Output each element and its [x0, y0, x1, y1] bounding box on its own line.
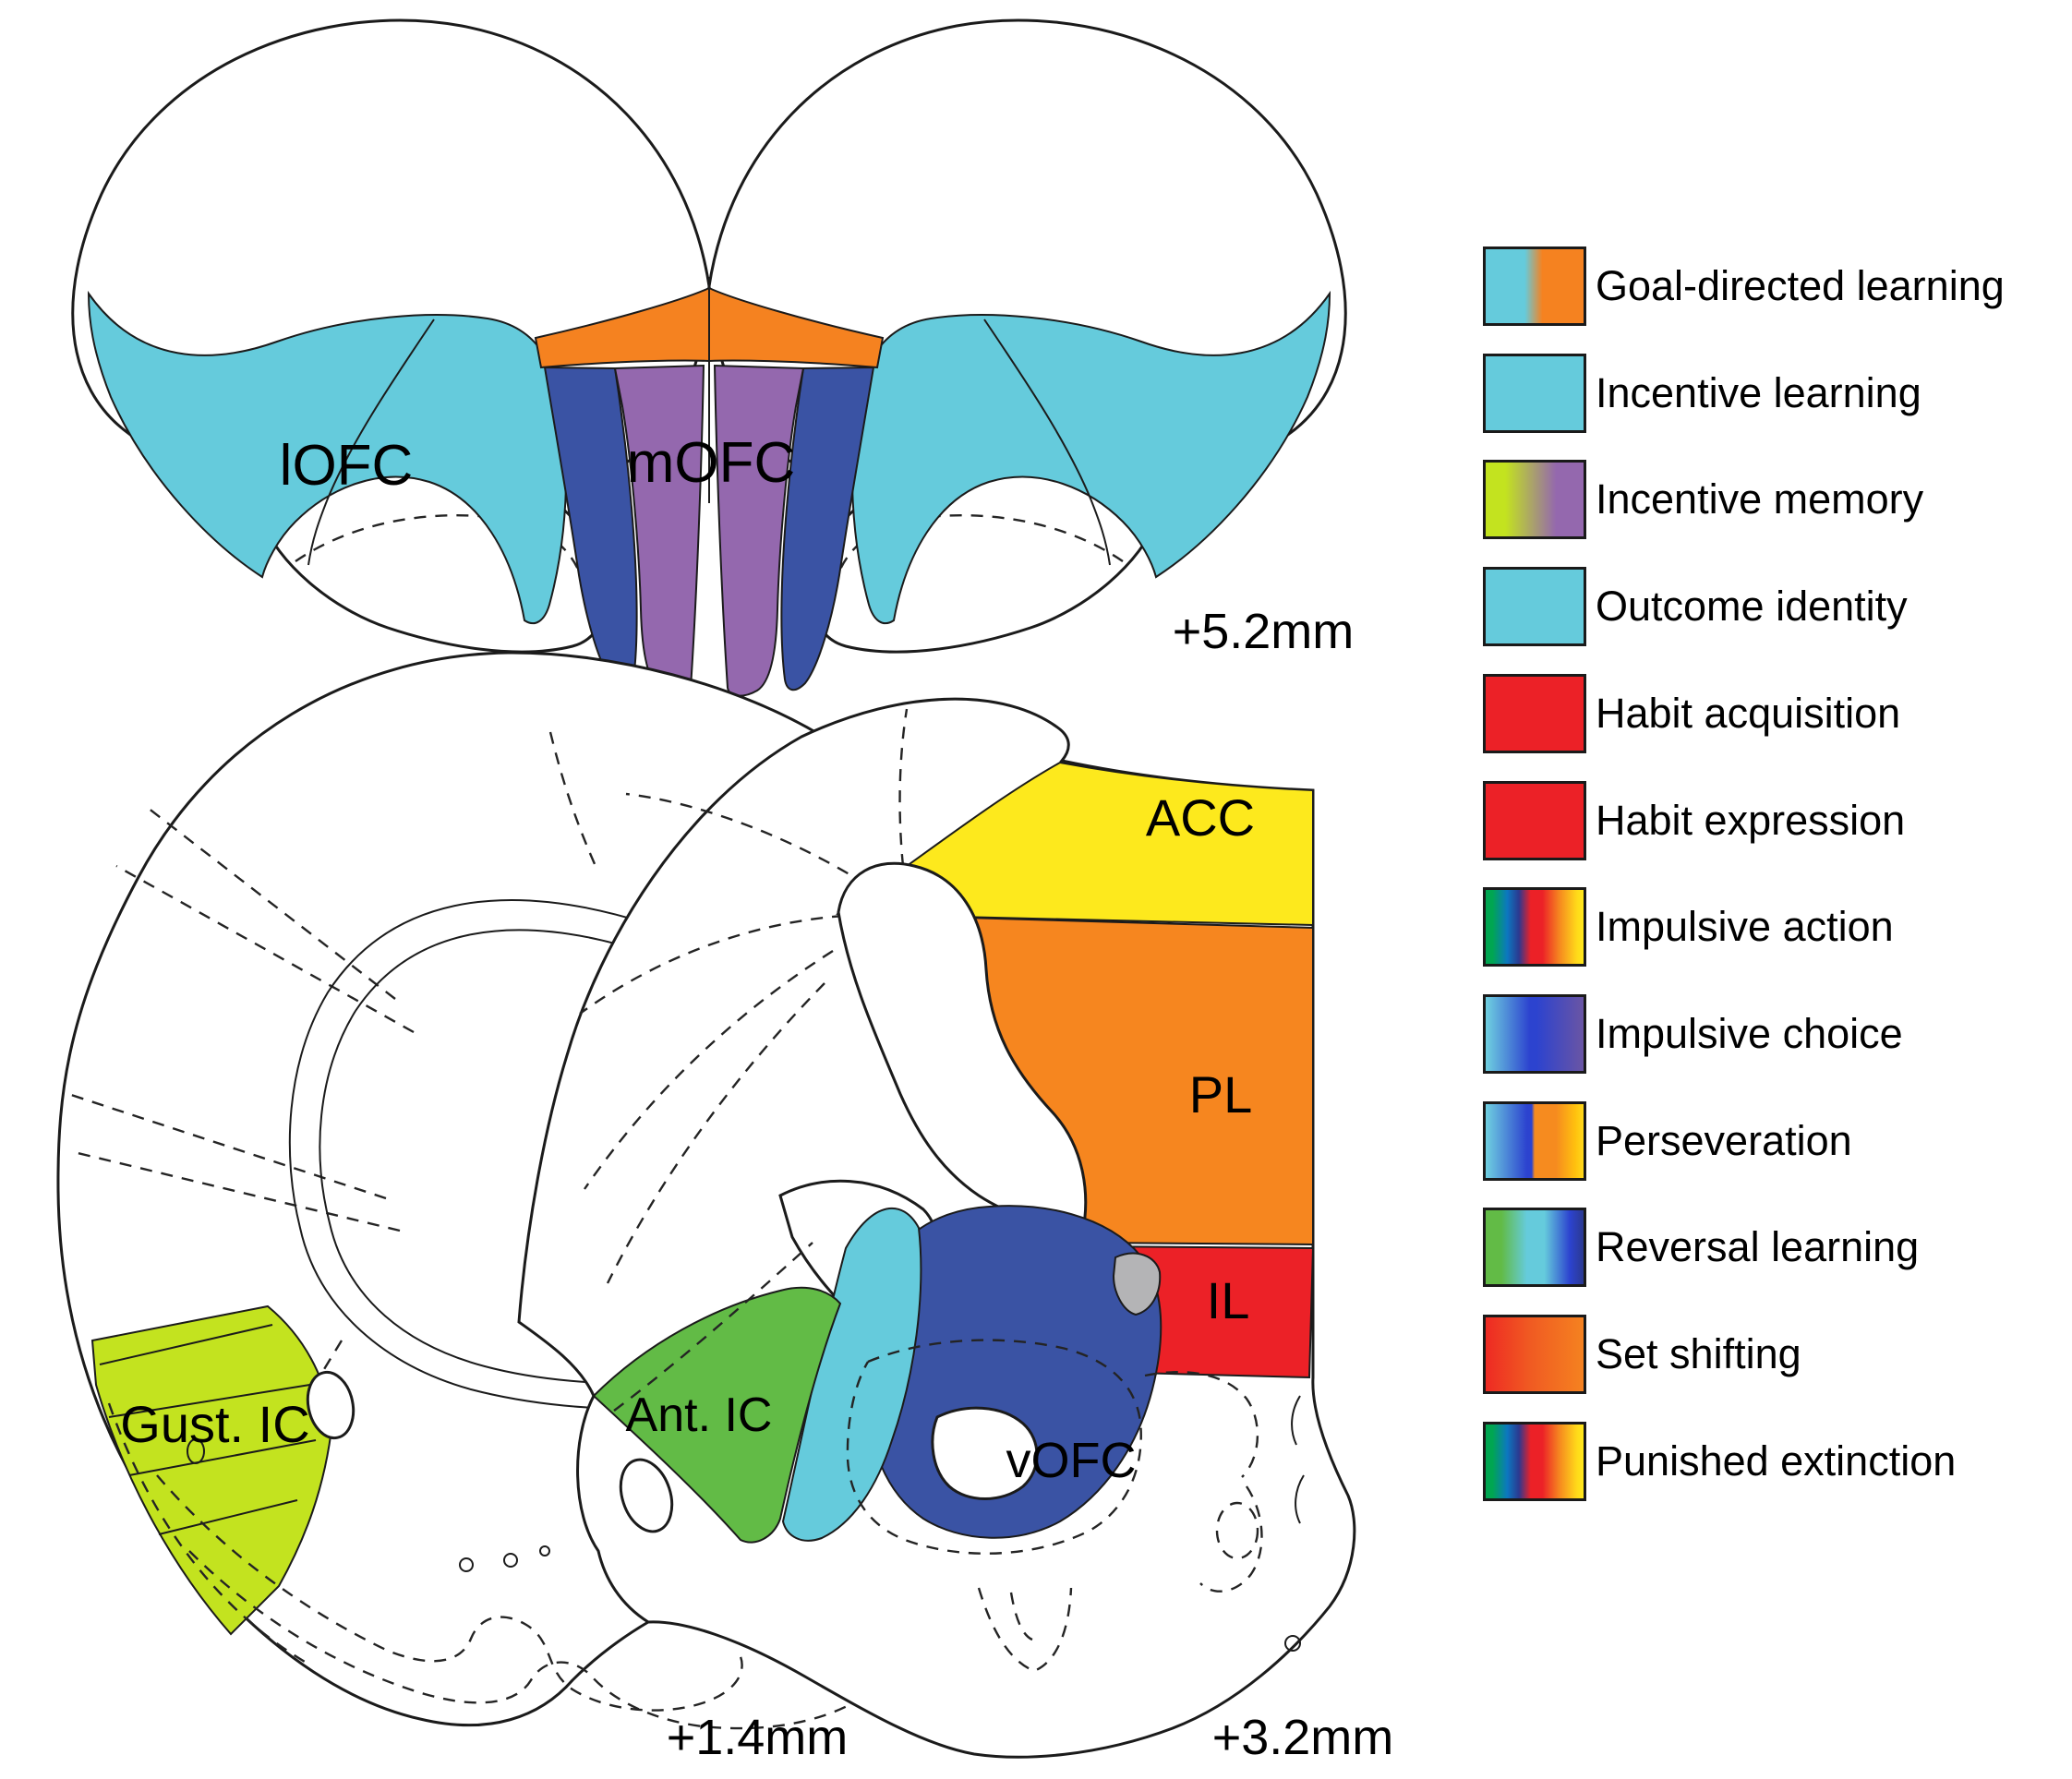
- gust-ic-layer-line: [108, 1382, 322, 1418]
- legend-label: Goal-directed learning: [1596, 262, 2005, 309]
- legend-swatch-incentive-memory: [1483, 460, 1586, 539]
- cyan-band-region: [781, 1207, 922, 1542]
- pl-label: PL: [1189, 1065, 1253, 1124]
- bregma-5-2-label: +5.2mm: [1173, 604, 1355, 659]
- acc-label: ACC: [1146, 788, 1255, 847]
- small-white-oval: [619, 1458, 674, 1533]
- section-plus-5-2: [71, 18, 1347, 697]
- mofc-right-region: [713, 364, 805, 697]
- legend-swatch-outcome-identity: [1483, 567, 1586, 646]
- small-circle: [503, 1553, 518, 1568]
- lofc-label: lOFC: [280, 434, 414, 498]
- legend-swatch-reversal-learning: [1483, 1208, 1586, 1287]
- small-circle: [1284, 1635, 1301, 1652]
- legend-item-punished-extinction: Punished extinction: [1483, 1422, 1956, 1501]
- ventral-dashed-outline: [188, 1550, 869, 1730]
- dashed-v-inner: [1009, 1592, 1033, 1641]
- legend-item-goal-directed-learning: Goal-directed learning: [1483, 246, 2005, 326]
- legend-swatch-set-shifting: [1483, 1315, 1586, 1394]
- claustrum-oval: [306, 1370, 355, 1440]
- bregma-3-2-label: +3.2mm: [1212, 1710, 1394, 1765]
- legend-item-outcome-identity: Outcome identity: [1483, 567, 1908, 646]
- ant-ic-dashed-line: [613, 1242, 813, 1412]
- legend-label: Habit expression: [1596, 797, 1906, 844]
- ventricle-white-shape: [837, 861, 1088, 1237]
- legend-label: Outcome identity: [1596, 583, 1908, 630]
- gust-ic-layer-line: [158, 1499, 298, 1535]
- top-darkblue-right: [780, 366, 875, 691]
- lofc-right-region: [850, 290, 1331, 625]
- legend-swatch-incentive-learning: [1483, 354, 1586, 433]
- ventral-dashed-outline: [107, 1402, 306, 1664]
- gust-ic-region: [90, 1304, 334, 1636]
- dashed-boundary: [115, 864, 415, 1034]
- dashed-boundary: [147, 807, 396, 1000]
- legend-item-set-shifting: Set shifting: [1483, 1315, 1801, 1394]
- gust-ic-layer-line: [99, 1324, 273, 1365]
- legend-label: Impulsive choice: [1596, 1010, 1903, 1057]
- legend-label: Incentive memory: [1596, 475, 1924, 523]
- small-oval: [187, 1438, 205, 1464]
- legend-item-impulsive-choice: Impulsive choice: [1483, 994, 1903, 1074]
- bregma-1-4-label: +1.4mm: [667, 1710, 849, 1765]
- legend-swatch-impulsive-choice: [1483, 994, 1586, 1074]
- legend-label: Punished extinction: [1596, 1437, 1957, 1485]
- lofc-left-region: [87, 290, 568, 625]
- small-circle: [459, 1557, 474, 1572]
- lofc-left-inner-line: [307, 319, 435, 566]
- paren-arc: [1295, 1474, 1305, 1524]
- legend-label: Set shifting: [1596, 1330, 1801, 1377]
- dashed-boundary: [584, 949, 834, 1190]
- ant-ic-label: Ant. IC: [626, 1388, 773, 1442]
- gray-region: [1112, 1252, 1162, 1316]
- legend-item-incentive-memory: Incentive memory: [1483, 460, 1923, 539]
- acc-region: [835, 761, 1314, 927]
- dashed-striatum: [846, 1339, 1142, 1555]
- legend-label: Impulsive action: [1596, 903, 1894, 950]
- legend-item-habit-expression: Habit expression: [1483, 781, 1905, 860]
- legend-item-impulsive-action: Impulsive action: [1483, 887, 1894, 967]
- dashed-boundary: [606, 982, 825, 1284]
- legend-item-habit-acquisition: Habit acquisition: [1483, 674, 1900, 753]
- dashed-oval: [1215, 1501, 1259, 1560]
- anterior-commissure: [931, 1406, 1039, 1500]
- corpus-callosum-outer: [288, 899, 647, 1410]
- dashed-extension: [1144, 1370, 1259, 1478]
- legend-swatch-habit-expression: [1483, 781, 1586, 860]
- dashed-boundary: [548, 731, 600, 873]
- legend-item-perseveration: Perseveration: [1483, 1101, 1852, 1181]
- ventral-dashed-outline: [156, 1474, 743, 1712]
- legend-swatch-impulsive-action: [1483, 887, 1586, 967]
- legend-item-incentive-learning: Incentive learning: [1483, 354, 1921, 433]
- lofc-right-inner-line: [983, 319, 1111, 566]
- dashed-boundary: [62, 1090, 387, 1200]
- vofc-label: vOFC: [1006, 1433, 1137, 1488]
- gust-ic-layer-line: [128, 1439, 317, 1476]
- legend-swatch-punished-extinction: [1483, 1422, 1586, 1501]
- legend-swatch-perseveration: [1483, 1101, 1586, 1181]
- section-plus-3-2: [517, 697, 1356, 1759]
- legend-swatch-goal-directed-learning: [1483, 246, 1586, 326]
- small-circle: [539, 1545, 550, 1557]
- legend-label: Incentive learning: [1596, 369, 1921, 416]
- dashed-extension: [1199, 1485, 1263, 1593]
- legend-label: Habit acquisition: [1596, 690, 1901, 737]
- dashed-boundary: [73, 1150, 401, 1232]
- legend-label: Perseveration: [1596, 1117, 1852, 1164]
- il-label: IL: [1207, 1271, 1250, 1329]
- ant-ic-region: [592, 1286, 842, 1544]
- mofc-label: mOFC: [627, 431, 796, 495]
- labels: lOFC mOFC +5.2mm Gust. IC +1.4mm ACC PL …: [120, 431, 1393, 1765]
- legend-item-reversal-learning: Reversal learning: [1483, 1208, 1919, 1287]
- legend-label: Reversal learning: [1596, 1223, 1920, 1270]
- corpus-callosum-inner: [319, 929, 647, 1385]
- paren-arc: [1291, 1395, 1301, 1446]
- legend-swatch-habit-acquisition: [1483, 674, 1586, 753]
- gust-ic-label: Gust. IC: [120, 1395, 309, 1453]
